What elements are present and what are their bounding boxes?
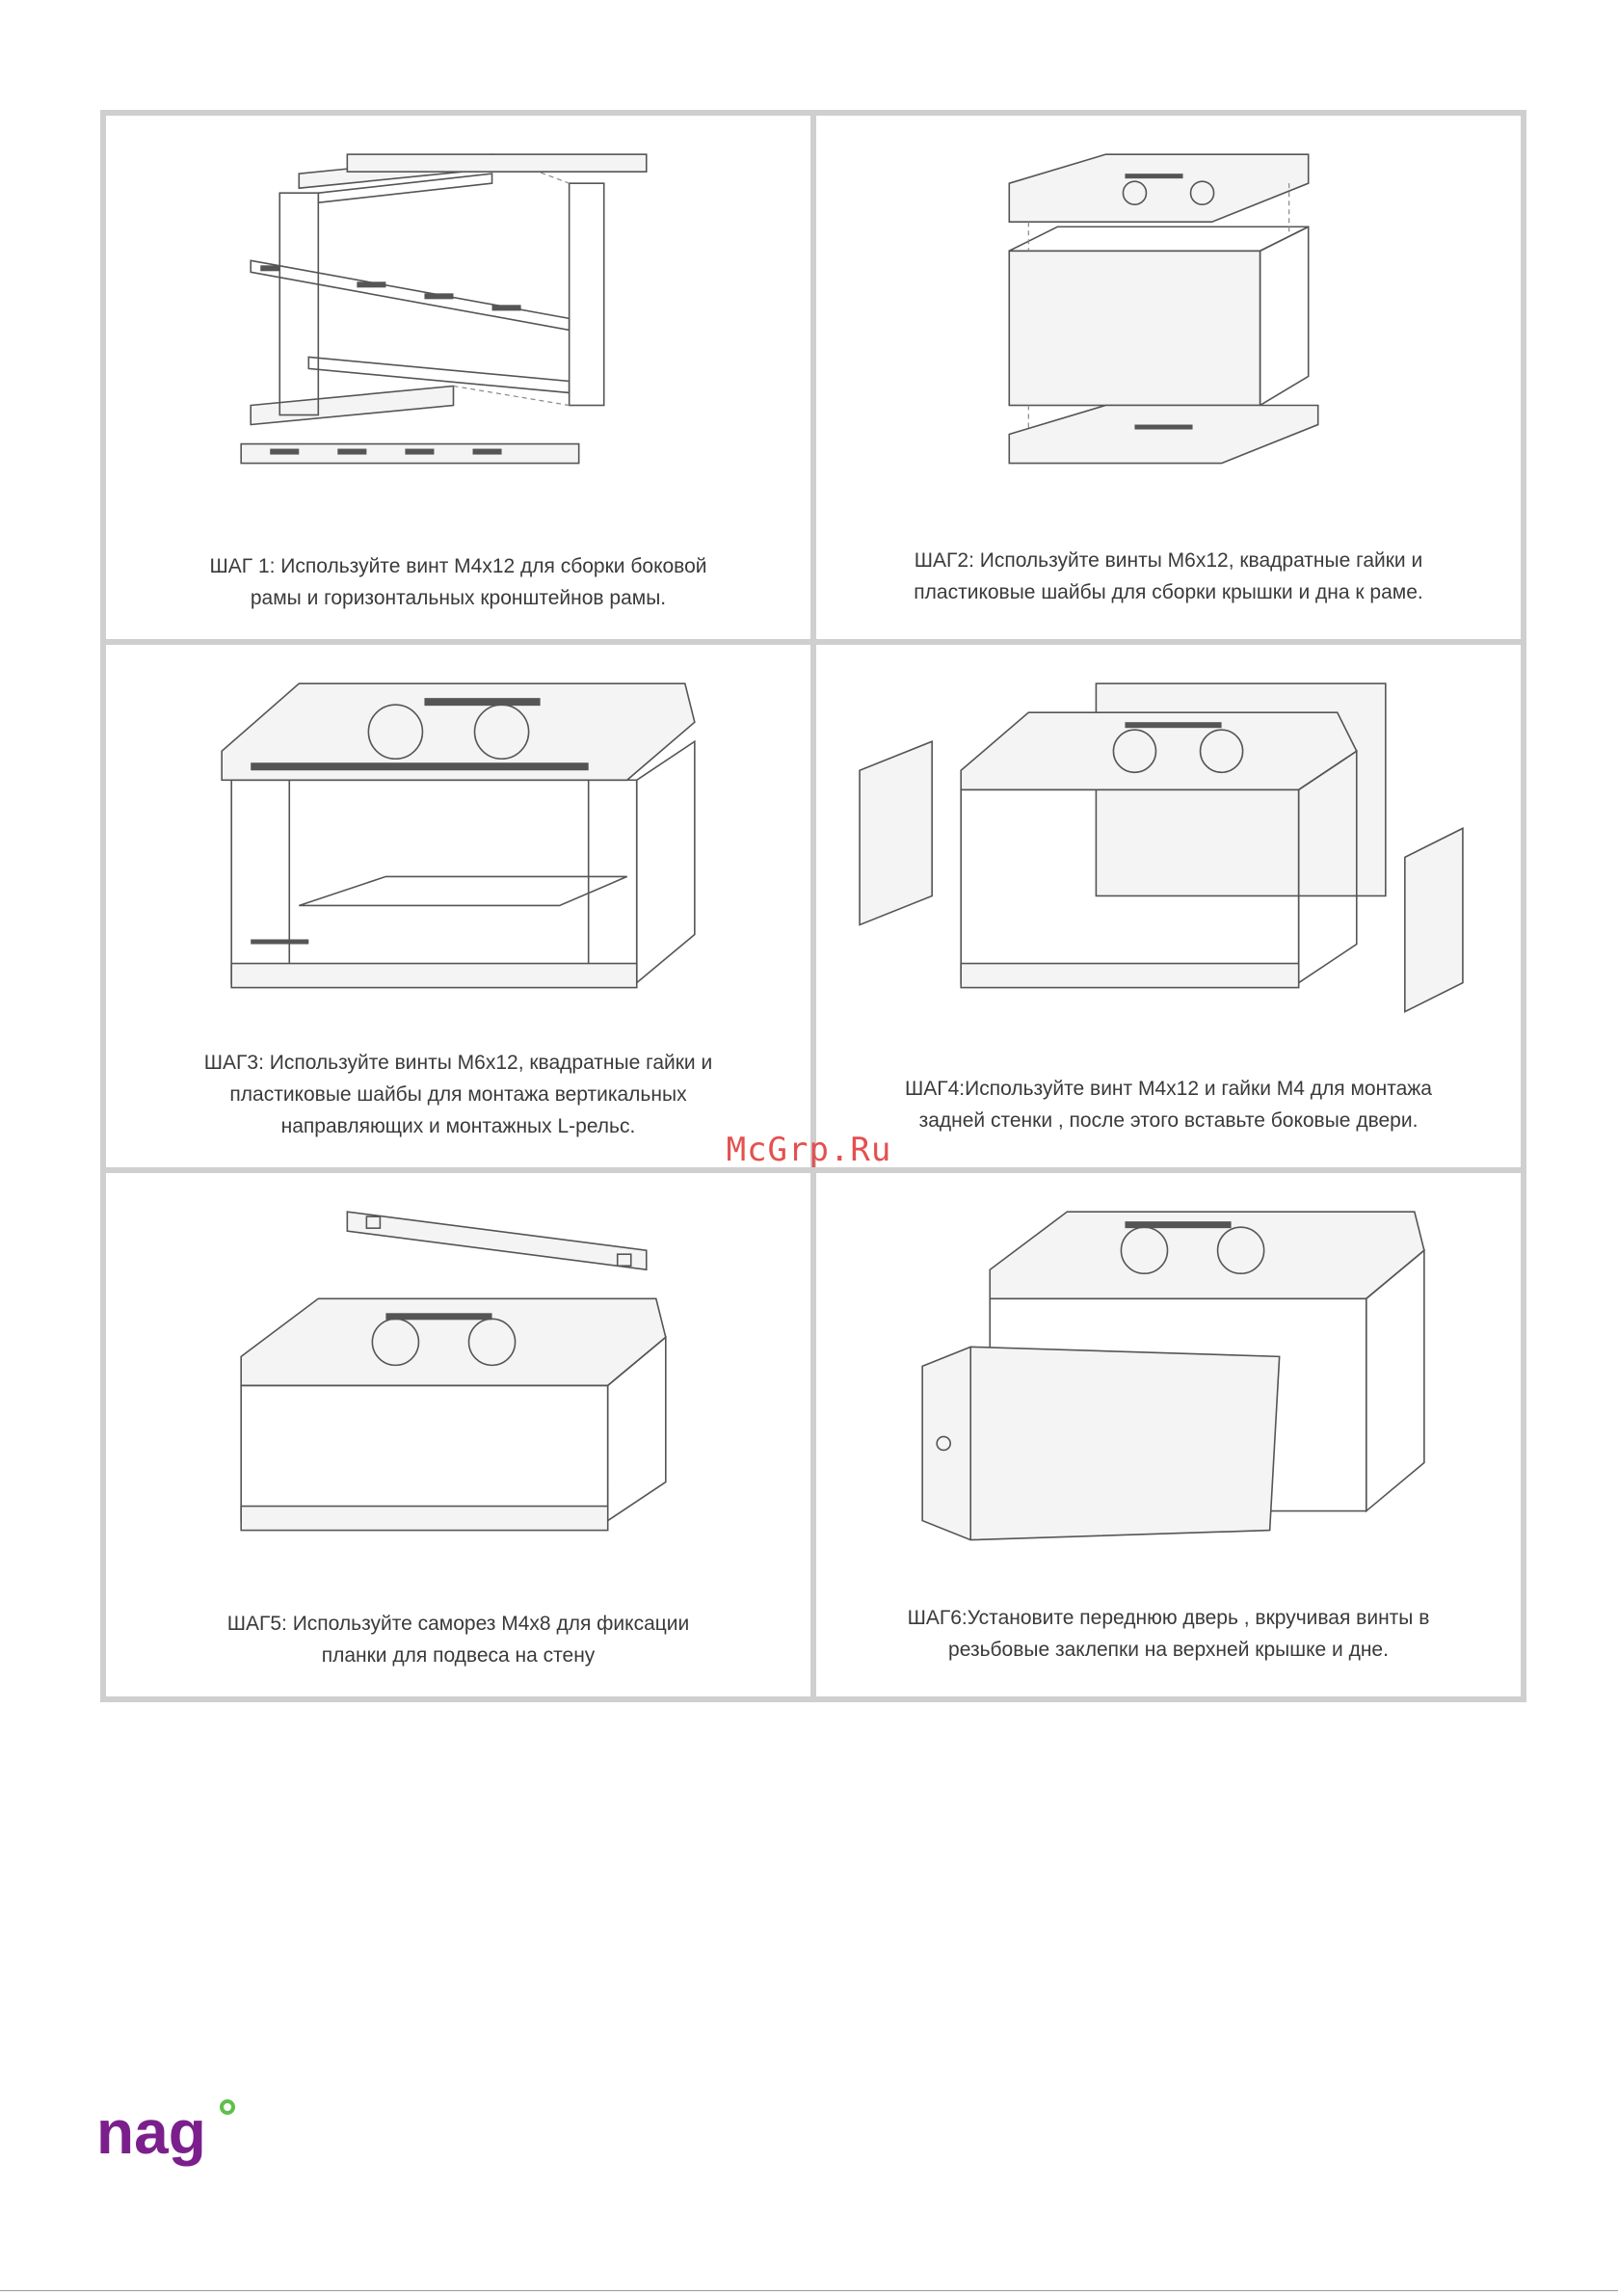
step-5-caption: ШАГ5: Используйте саморез М4х8 для фикса… (226, 1613, 690, 1667)
svg-text:nag: nag (96, 2097, 206, 2167)
step-6-caption: ШАГ6:Установите переднюю дверь , вкручив… (907, 1607, 1430, 1661)
step-1-caption: ШАГ 1: Используйте винт М4х12 для сборки… (209, 554, 707, 609)
step-2-caption: ШАГ2: Используйте винты М6х12, квадратны… (914, 548, 1423, 603)
step-4-side-doors-illustration (859, 682, 1464, 1013)
watermark: McGrp.Ru (726, 1131, 892, 1169)
step-5-wall-bracket-illustration (240, 1211, 667, 1532)
nag-logo: nag (96, 2097, 235, 2167)
step-2-top-bottom-illustration (1008, 153, 1319, 465)
step-2-panel: ШАГ2: Используйте винты М6х12, квадратны… (816, 116, 1521, 639)
assembly-steps-grid: ШАГ 1: Используйте винт М4х12 для сборки… (100, 110, 1526, 1702)
step-3-panel: ШАГ3: Используйте винты М6х12, квадратны… (106, 644, 810, 1168)
step-3-caption: ШАГ3: Используйте винты М6х12, квадратны… (203, 1052, 713, 1138)
step-5-panel: ШАГ5: Используйте саморез М4х8 для фикса… (106, 1173, 810, 1696)
step-6-panel: ШАГ6:Установите переднюю дверь , вкручив… (816, 1173, 1521, 1696)
step-3-rails-illustration (221, 682, 696, 989)
footer-divider (0, 2290, 1618, 2291)
step-4-panel: ШАГ4:Используйте винт М4х12 и гайки М4 д… (816, 644, 1521, 1168)
step-4-caption: ШАГ4:Используйте винт М4х12 и гайки М4 д… (905, 1078, 1432, 1133)
step-1-panel: ШАГ 1: Используйте винт М4х12 для сборки… (106, 116, 810, 639)
step-6-front-door-illustration (921, 1211, 1425, 1541)
step-1-frame-illustration (240, 153, 648, 465)
